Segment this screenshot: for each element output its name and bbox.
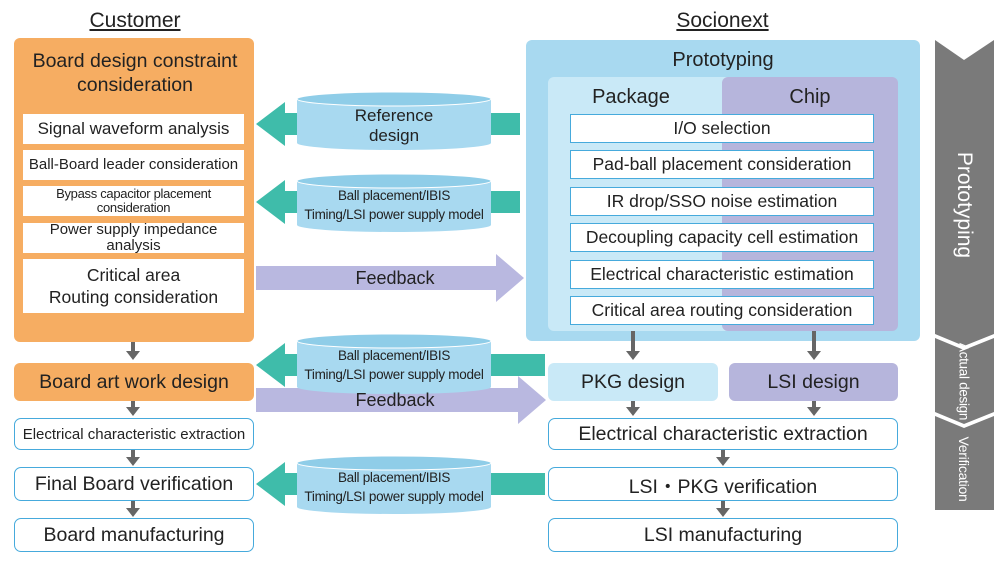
- arrow-down-icon: [131, 401, 135, 407]
- signal-waveform-analysis: Signal waveform analysis: [23, 114, 244, 144]
- lsi-design: LSI design: [729, 363, 898, 401]
- arrow-down-icon: [631, 331, 635, 352]
- feedback-label-1: Feedback: [355, 268, 435, 288]
- feedback-arrow-icon: [256, 254, 524, 302]
- arrow-down-icon: [126, 351, 140, 360]
- prototyping-title: Prototyping: [672, 49, 774, 71]
- lsi-manufacturing: LSI manufacturing: [548, 518, 898, 552]
- customer-header: Customer: [89, 9, 181, 32]
- arrow-down-icon: [131, 342, 135, 352]
- arrow-down-icon: [126, 457, 140, 466]
- arrow-down-icon: [716, 457, 730, 466]
- critical-area-line2: Routing consideration: [48, 287, 219, 307]
- feedback-label-2: Feedback: [355, 390, 435, 410]
- socionext-electrical-extraction: Electrical characteristic extraction: [548, 418, 898, 450]
- ball-line1: Ball placement/IBIS: [337, 188, 451, 203]
- chip-label: Chip: [789, 86, 831, 108]
- pad-ball-placement: Pad-ball placement consideration: [570, 150, 874, 179]
- database-icon: [296, 173, 492, 232]
- reference-line2: design: [368, 126, 420, 145]
- board-manufacturing: Board manufacturing: [14, 518, 254, 552]
- database-icon: [296, 455, 492, 514]
- critical-area-routing-box: Critical area Routing consideration: [23, 259, 244, 313]
- customer-electrical-extraction: Electrical characteristic extraction: [14, 418, 254, 450]
- reference-design-label: Reference design: [297, 106, 491, 146]
- ball-line2: Timing/LSI power supply model: [304, 207, 484, 222]
- phase-verification-label: Verification: [956, 436, 972, 502]
- phase-actual-design-label: Actual design: [956, 342, 972, 421]
- arrow-down-icon: [131, 450, 135, 457]
- arrow-down-icon: [126, 508, 140, 517]
- phase-prototyping-label: Prototyping: [953, 151, 976, 259]
- ball-line2: Timing/LSI power supply model: [304, 489, 484, 504]
- critical-area-routing-consideration: Critical area routing consideration: [570, 296, 874, 325]
- phase-prototyping-chevron: [935, 40, 994, 346]
- arrow-down-icon: [721, 450, 725, 457]
- ball-board-leader-consideration: Ball-Board leader consideration: [23, 150, 244, 180]
- arrow-down-icon: [626, 407, 640, 416]
- arrow-down-icon: [631, 401, 635, 407]
- board-art-work-design: Board art work design: [14, 363, 254, 401]
- arrow-down-icon: [626, 351, 640, 360]
- phase-top-notch: [935, 40, 994, 60]
- arrow-down-icon: [807, 407, 821, 416]
- ball-placement-label-3: Ball placement/IBIS Timing/LSI power sup…: [297, 468, 491, 506]
- socionext-header: Socionext: [676, 9, 769, 32]
- database-icon: [296, 91, 492, 150]
- ball-line1: Ball placement/IBIS: [337, 348, 451, 363]
- arrow-down-icon: [807, 351, 821, 360]
- reference-line1: Reference: [354, 106, 434, 125]
- ball-placement-label-2: Ball placement/IBIS Timing/LSI power sup…: [297, 346, 491, 384]
- database-icon: [296, 333, 492, 394]
- critical-area-line1: Critical area: [86, 265, 181, 285]
- final-board-verification: Final Board verification: [14, 467, 254, 501]
- decoupling-capacity-estimation: Decoupling capacity cell estimation: [570, 223, 874, 252]
- electrical-characteristic-estimation: Electrical characteristic estimation: [570, 260, 874, 289]
- ball-line1: Ball placement/IBIS: [337, 470, 451, 485]
- ball-line2: Timing/LSI power supply model: [304, 367, 484, 382]
- io-selection: I/O selection: [570, 114, 874, 143]
- ball-placement-label-1: Ball placement/IBIS Timing/LSI power sup…: [297, 186, 491, 224]
- pkg-design: PKG design: [548, 363, 718, 401]
- board-design-constraint-title: Board design constraint consideration: [32, 50, 238, 96]
- arrow-down-icon: [812, 331, 816, 352]
- arrow-down-icon: [812, 401, 816, 407]
- package-label: Package: [592, 86, 670, 108]
- arrow-down-icon: [716, 508, 730, 517]
- arrow-down-icon: [131, 501, 135, 508]
- phase-actual-design-chevron: [935, 338, 994, 424]
- arrow-down-icon: [126, 407, 140, 416]
- bypass-capacitor-placement: Bypass capacitor placement consideration: [23, 186, 244, 216]
- phase-verification-chevron: [935, 416, 994, 510]
- ir-drop-sso-estimation: IR drop/SSO noise estimation: [570, 187, 874, 216]
- lsi-pkg-verification: LSI・PKG verification: [548, 467, 898, 501]
- arrow-down-icon: [721, 501, 725, 508]
- power-supply-impedance-analysis: Power supply impedance analysis: [23, 221, 244, 254]
